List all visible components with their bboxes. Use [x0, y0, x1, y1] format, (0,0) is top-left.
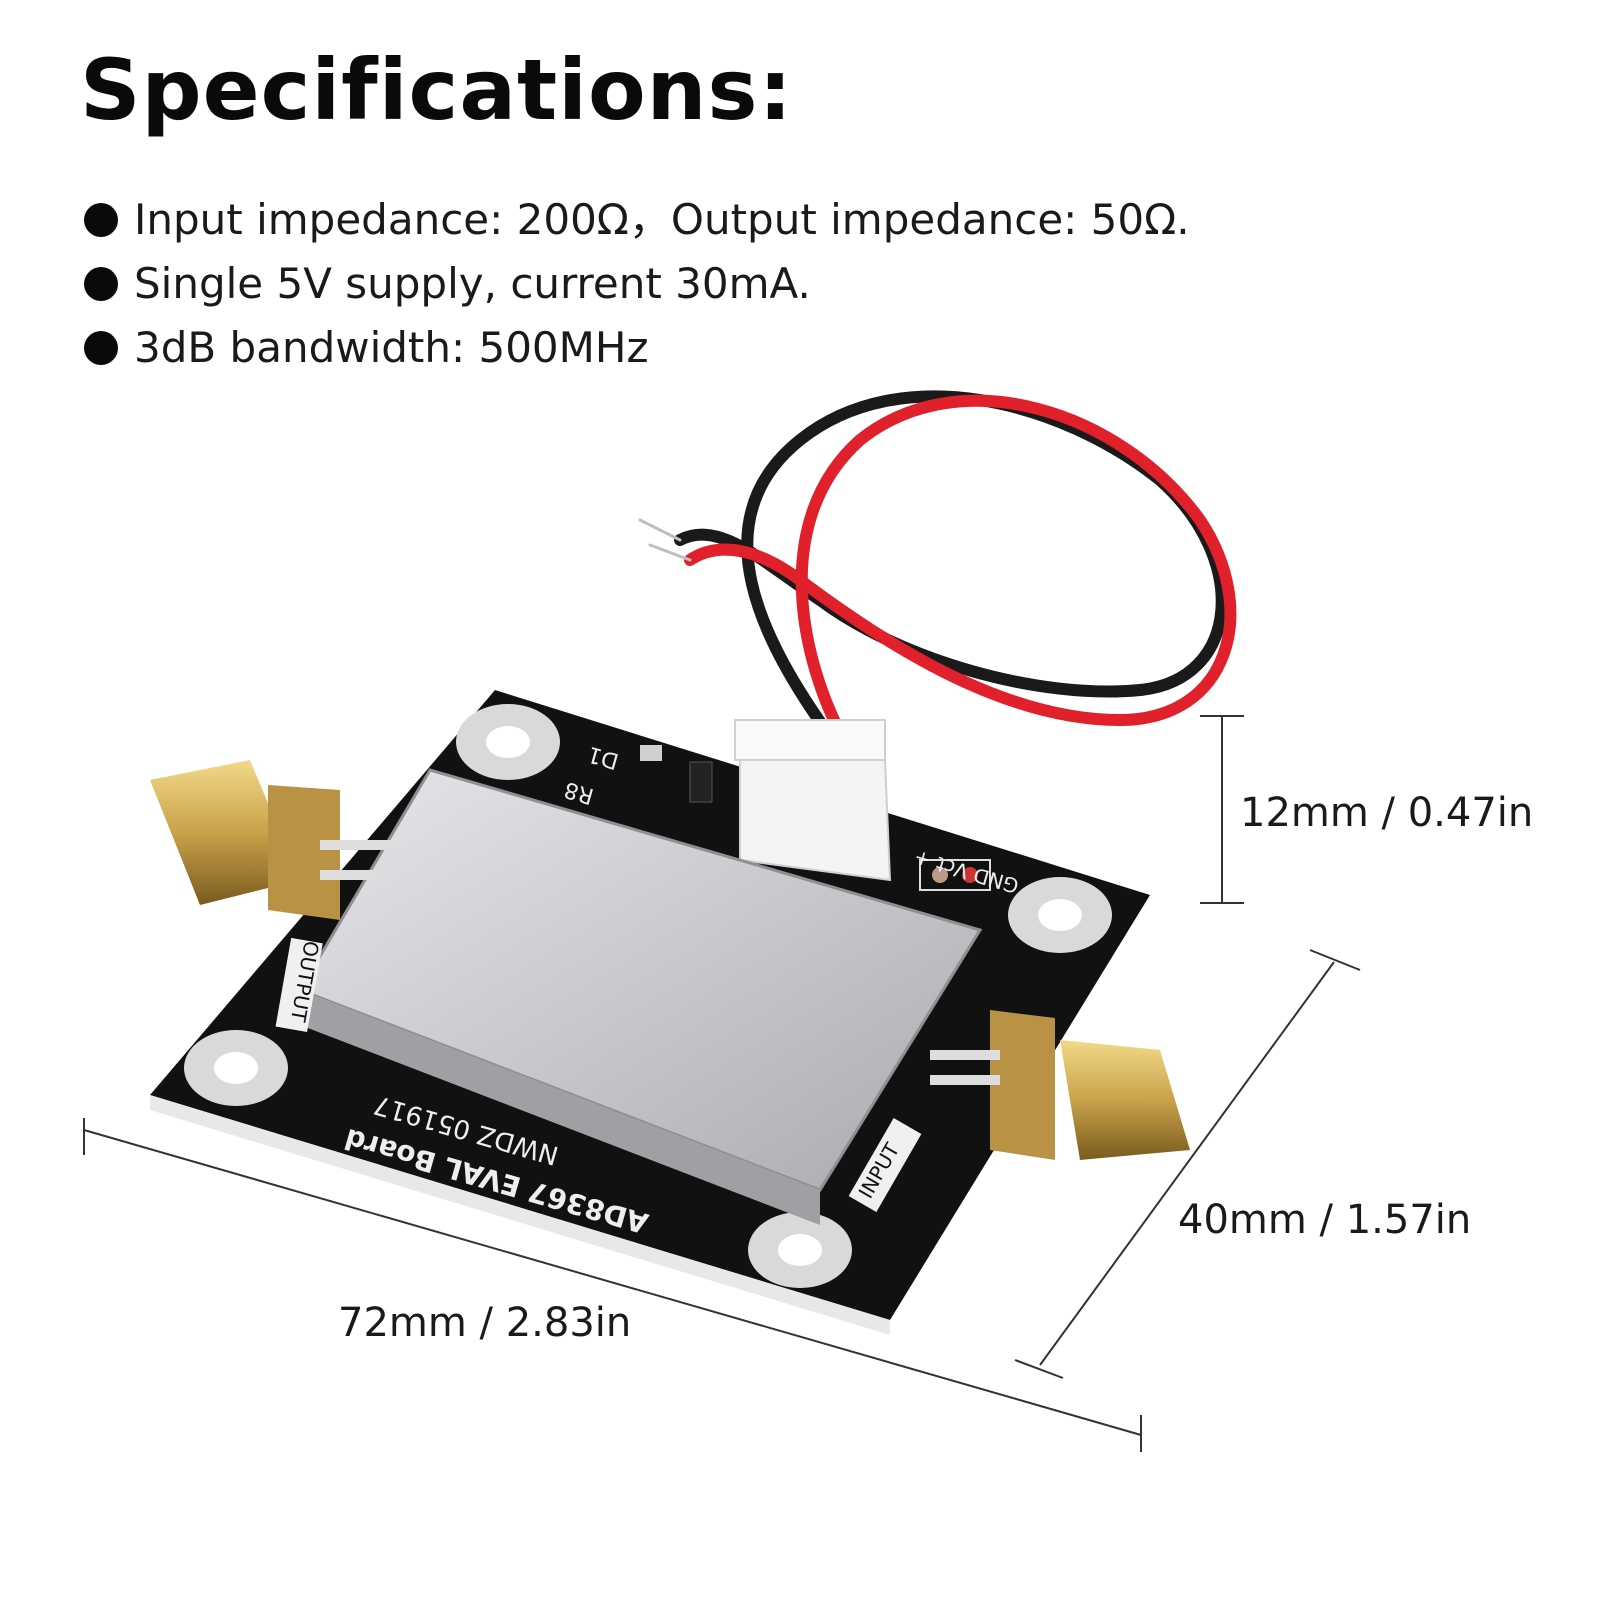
spec-item: Single 5V supply, current 30mA. — [84, 252, 1190, 316]
spec-text: Single 5V supply, current 30mA. — [134, 259, 811, 308]
bullet-icon — [84, 331, 118, 365]
spec-text: 3dB bandwidth: 500MHz — [134, 323, 649, 372]
dimension-lines — [83, 715, 1361, 1452]
mounting-hole — [748, 1212, 852, 1288]
mounting-hole — [184, 1030, 288, 1106]
bullet-icon — [84, 267, 118, 301]
length-dimension: 72mm / 2.83in — [338, 1300, 632, 1346]
bullet-icon — [84, 203, 118, 237]
mounting-hole — [456, 704, 560, 780]
width-dimension: 40mm / 1.57in — [1178, 1197, 1472, 1243]
power-wires — [638, 390, 1237, 748]
header-pads — [919, 859, 991, 891]
sma-connector-output — [150, 760, 400, 920]
output-tag: OUTPUT — [275, 937, 324, 1033]
spec-list: Input impedance: 200Ω，Output impedance: … — [84, 188, 1190, 380]
jst-connector — [734, 719, 892, 882]
height-dimension: 12mm / 0.47in — [1240, 790, 1534, 836]
spec-item: Input impedance: 200Ω，Output impedance: … — [84, 188, 1190, 252]
sma-connector-input — [930, 1010, 1190, 1160]
spec-item: 3dB bandwidth: 500MHz — [84, 316, 1190, 380]
mounting-hole — [1008, 877, 1112, 953]
page-title: Specifications: — [80, 41, 794, 139]
chip-icon — [689, 761, 713, 803]
spec-text: Input impedance: 200Ω，Output impedance: … — [134, 195, 1190, 244]
led-icon — [640, 745, 662, 761]
